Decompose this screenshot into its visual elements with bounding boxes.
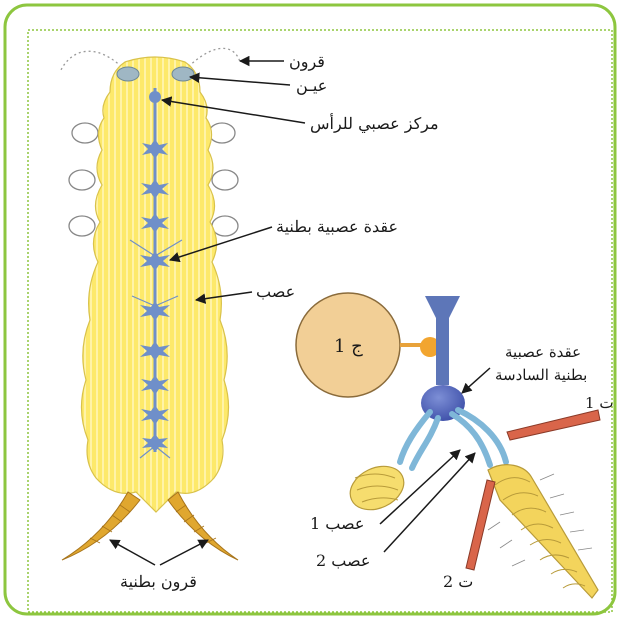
label-abdominal-horns: قرون بطنية (120, 572, 197, 591)
label-nerve: عصب (256, 282, 295, 301)
label-electrode-2: ت 2 (443, 572, 473, 591)
label-device: ج 1 (334, 336, 363, 357)
label-electrode-1: ت 1 (585, 394, 613, 412)
label-nerve-1: عصب 1 (310, 514, 364, 533)
label-nerve-2: عصب 2 (316, 551, 370, 570)
label-ventral-ganglion: عقدة عصبية بطنية (276, 217, 398, 236)
eye-right (172, 67, 194, 81)
label-eye: عيـن (296, 76, 327, 95)
label-antennae: قرون (289, 52, 325, 71)
label-head-nerve-center: مركز عصبي للرأس (310, 113, 439, 133)
label-sixth-ganglion-line2: بطنية السادسة (495, 366, 587, 384)
eye-left (117, 67, 139, 81)
label-sixth-ganglion-line1: عقدة عصبية (505, 343, 581, 361)
head-ganglion (149, 91, 161, 103)
